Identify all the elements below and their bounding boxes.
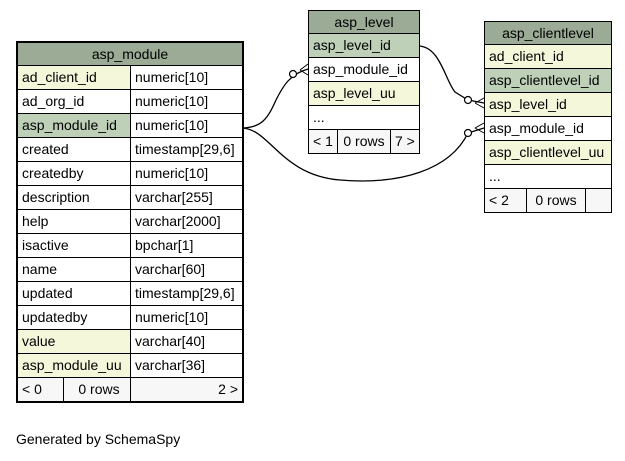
column-name: description [18,186,131,209]
column-name: ad_client_id [18,66,131,89]
edge-clientlevel-to-module [240,127,485,182]
column-row-updatedby: updatedby numeric[10] [18,306,242,330]
edge-level-to-module [240,68,309,129]
table-footer: < 2 0 rows [485,189,611,212]
edge-clientlevel-to-level [417,45,485,104]
table-title[interactable]: asp_level [309,11,419,34]
column-row-asp-module-id: asp_module_id [309,58,419,82]
column-row-name: name varchar[60] [18,258,242,282]
column-type: numeric[10] [131,306,241,329]
edge-level-module-optional-end [288,69,298,79]
column-row-asp-level-uu: asp_level_uu [309,82,419,106]
parents-count[interactable]: < 1 [309,130,338,153]
column-type: timestamp[29,6] [131,282,241,305]
edge-clientlevel-level-optional-end [463,95,473,105]
column-name: name [18,258,131,281]
rows-count: 0 rows [64,378,131,401]
column-name: ad_client_id [485,45,611,68]
column-row-updated: updated timestamp[29,6] [18,282,242,306]
column-name: asp_module_id [485,117,611,140]
column-type: varchar[40] [131,330,241,353]
table-title[interactable]: asp_clientlevel [485,22,611,45]
column-name: ad_org_id [18,90,131,113]
column-row-ellipsis: ... [485,165,611,189]
table-title[interactable]: asp_module [18,43,242,66]
column-name: asp_clientlevel_uu [485,141,611,164]
column-row-ad-client-id: ad_client_id [485,45,611,69]
column-row-asp-module-uu: asp_module_uu varchar[36] [18,354,242,378]
column-name: updated [18,282,131,305]
edge-clientlevel-module-crowsfoot [474,122,485,134]
column-type: bpchar[1] [131,234,241,257]
column-row-asp-level-id: asp_level_id [309,34,419,58]
column-name: asp_module_id [309,58,419,81]
column-row-asp-clientlevel-id: asp_clientlevel_id [485,69,611,93]
rows-count: 0 rows [527,189,586,212]
column-name: help [18,210,131,233]
column-type: varchar[2000] [131,210,241,233]
column-name: created [18,138,131,161]
column-row-ellipsis: ... [309,106,419,130]
column-name: asp_module_uu [18,354,131,377]
children-count[interactable]: 2 > [218,381,238,397]
parents-count[interactable]: < 0 [18,378,64,401]
generated-by-caption: Generated by SchemaSpy [16,431,181,447]
column-type: numeric[10] [131,66,241,89]
more-columns: ... [485,165,611,188]
column-type: varchar[60] [131,258,241,281]
column-row-asp-module-id: asp_module_id numeric[10] [18,114,242,138]
table-asp-clientlevel[interactable]: asp_clientlevel ad_client_id asp_clientl… [484,21,612,213]
table-asp-level[interactable]: asp_level asp_level_id asp_module_id asp… [308,10,420,154]
column-row-createdby: createdby numeric[10] [18,162,242,186]
edge-clientlevel-module-optional-end [463,128,473,138]
children-count[interactable] [586,189,611,212]
column-row-ad-org-id: ad_org_id numeric[10] [18,90,242,114]
column-type: varchar[36] [131,354,241,377]
table-asp-module[interactable]: asp_module ad_client_id numeric[10] ad_o… [16,41,244,403]
column-name: asp_level_uu [309,82,419,105]
column-name: isactive [18,234,131,257]
column-name: asp_level_id [485,93,611,116]
column-name: createdby [18,162,131,185]
table-footer: < 1 0 rows 7 > [309,130,419,153]
table-footer: < 0 0 rows 2 > [18,378,242,401]
column-type: numeric[10] [131,162,241,185]
column-row-ad-client-id: ad_client_id numeric[10] [18,66,242,90]
column-type: numeric[10] [131,114,241,137]
column-row-help: help varchar[2000] [18,210,242,234]
rows-count: 0 rows [338,130,391,153]
edge-clientlevel-level-crowsfoot [474,97,485,109]
edge-level-module-crowsfoot [299,63,309,76]
column-row-description: description varchar[255] [18,186,242,210]
column-row-asp-level-id: asp_level_id [485,93,611,117]
column-row-value: value varchar[40] [18,330,242,354]
column-row-asp-module-id: asp_module_id [485,117,611,141]
column-name: updatedby [18,306,131,329]
column-type: varchar[255] [131,186,241,209]
more-columns: ... [309,106,419,129]
column-name-primary-key: asp_level_id [309,34,419,57]
column-name-primary-key: asp_module_id [18,114,131,137]
column-row-created: created timestamp[29,6] [18,138,242,162]
column-row-asp-clientlevel-uu: asp_clientlevel_uu [485,141,611,165]
column-name: value [18,330,131,353]
column-type: numeric[10] [131,90,241,113]
column-type: timestamp[29,6] [131,138,241,161]
parents-count[interactable]: < 2 [485,189,527,212]
column-name-primary-key: asp_clientlevel_id [485,69,611,92]
column-row-isactive: isactive bpchar[1] [18,234,242,258]
children-count[interactable]: 7 > [395,133,415,149]
